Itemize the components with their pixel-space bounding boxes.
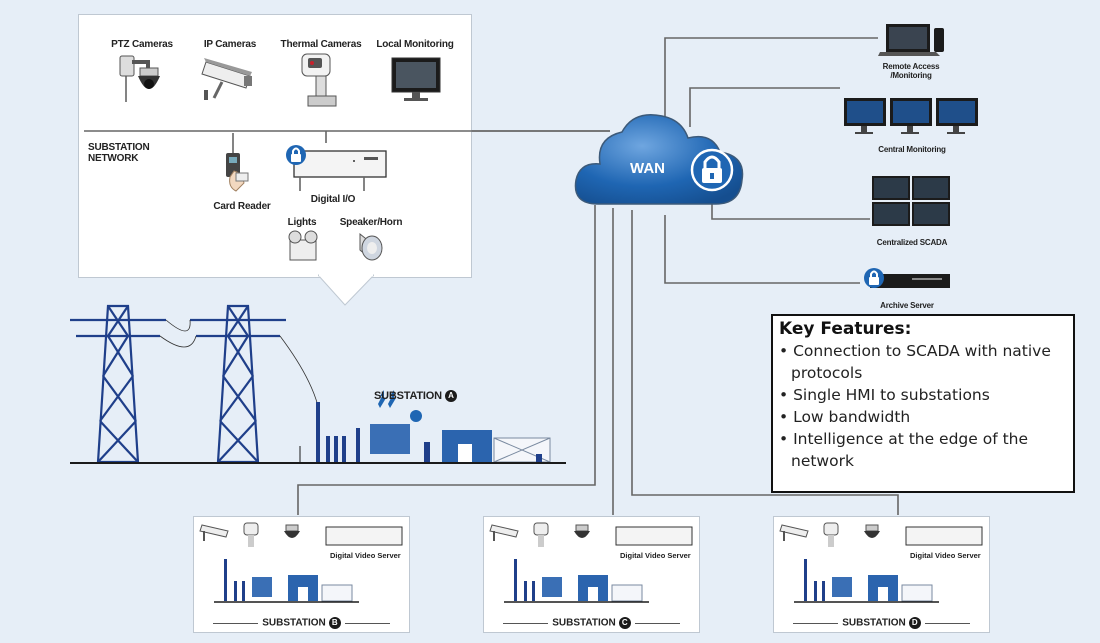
remote-access-label: Remote Access /Monitoring: [882, 62, 940, 80]
key-features-title: Key Features:: [779, 319, 912, 339]
substation-d-equipment-icon: [779, 522, 983, 603]
central-monitoring-icon: [844, 98, 978, 134]
ip-cameras-label: IP Cameras: [203, 39, 257, 50]
speaker-horn-icon: [359, 232, 383, 261]
substation-c-equipment-icon: [489, 522, 693, 603]
local-monitoring-label: Local Monitoring: [376, 39, 454, 50]
lights-label: Lights: [287, 217, 317, 228]
substation-b-equipment-icon: [199, 522, 403, 603]
thermal-cameras-label: Thermal Cameras: [280, 39, 362, 50]
substation-bus-line: [84, 130, 610, 132]
feature-item: • Low bandwidth: [779, 408, 911, 426]
ptz-cameras-label: PTZ Cameras: [111, 39, 173, 50]
archive-server-label: Archive Server: [880, 301, 934, 310]
central-monitoring-label: Central Monitoring: [878, 145, 946, 154]
key-features-box: Key Features: • Connection to SCADA with…: [771, 314, 1075, 493]
feature-item: • Connection to SCADA with native protoc…: [779, 342, 1051, 382]
card-reader-label: Card Reader: [213, 201, 271, 212]
wan-label: WAN: [630, 160, 665, 177]
ip-camera-icon: [201, 58, 252, 100]
digital-video-server-label: Digital Video Server: [330, 551, 401, 560]
digital-video-server-label: Digital Video Server: [910, 551, 981, 560]
centralized-scada-label: Centralized SCADA: [876, 238, 948, 247]
power-line-and-substation-a: [70, 304, 566, 464]
card-reader-icon: [226, 133, 249, 192]
remote-access-laptop-icon: [878, 24, 944, 56]
thermal-camera-icon: [301, 53, 337, 107]
substation-network-label: SUBSTATION NETWORK: [88, 142, 150, 164]
callout-pointer: [318, 274, 374, 306]
centralized-scada-icon: [872, 176, 950, 226]
feature-item: • Single HMI to substations: [779, 386, 990, 404]
speaker-horn-label: Speaker/Horn: [339, 217, 403, 228]
feature-item: • Intelligence at the edge of the networ…: [779, 430, 1029, 470]
local-monitor-icon: [391, 57, 441, 101]
archive-server-icon: [864, 268, 950, 288]
wan-cloud-icon: [574, 114, 744, 205]
digital-io-icon: [286, 131, 387, 191]
digital-video-server-label: Digital Video Server: [620, 551, 691, 560]
digital-io-label: Digital I/O: [310, 194, 356, 205]
ptz-camera-icon: [119, 55, 160, 102]
lights-icon: [288, 230, 318, 261]
